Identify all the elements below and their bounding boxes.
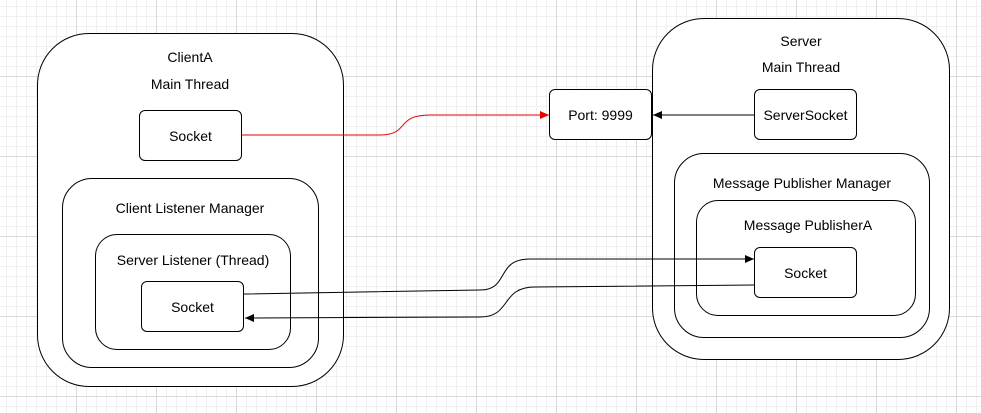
port-label: Port: 9999: [568, 106, 633, 123]
client-main-thread-label: Main Thread: [150, 76, 230, 92]
listener-to-publisher-edge[interactable]: [243, 255, 754, 295]
publisher-socket-label: Socket: [784, 264, 827, 281]
server-title: Server: [780, 33, 822, 49]
client-socket-label: Socket: [169, 127, 212, 144]
publisher-socket[interactable]: Socket: [754, 247, 857, 298]
message-publisher-title: Message PublisherA: [743, 217, 873, 233]
server-listener-thread-title: Server Listener (Thread): [116, 252, 270, 268]
client-to-port-edge[interactable]: [242, 111, 549, 136]
port-box[interactable]: Port: 9999: [549, 89, 652, 140]
server-socket[interactable]: ServerSocket: [754, 89, 857, 140]
publisher-to-listener-edge[interactable]: [244, 284, 755, 322]
client-listener-manager-title: Client Listener Manager: [115, 200, 265, 216]
client-socket[interactable]: Socket: [139, 110, 242, 161]
listener-socket[interactable]: Socket: [141, 281, 244, 332]
server-main-thread-label: Main Thread: [761, 59, 841, 75]
client-title: ClientA: [167, 49, 213, 65]
listener-socket-label: Socket: [171, 298, 214, 315]
message-publisher-manager-title: Message Publisher Manager: [712, 175, 892, 191]
server-socket-label: ServerSocket: [763, 106, 848, 123]
